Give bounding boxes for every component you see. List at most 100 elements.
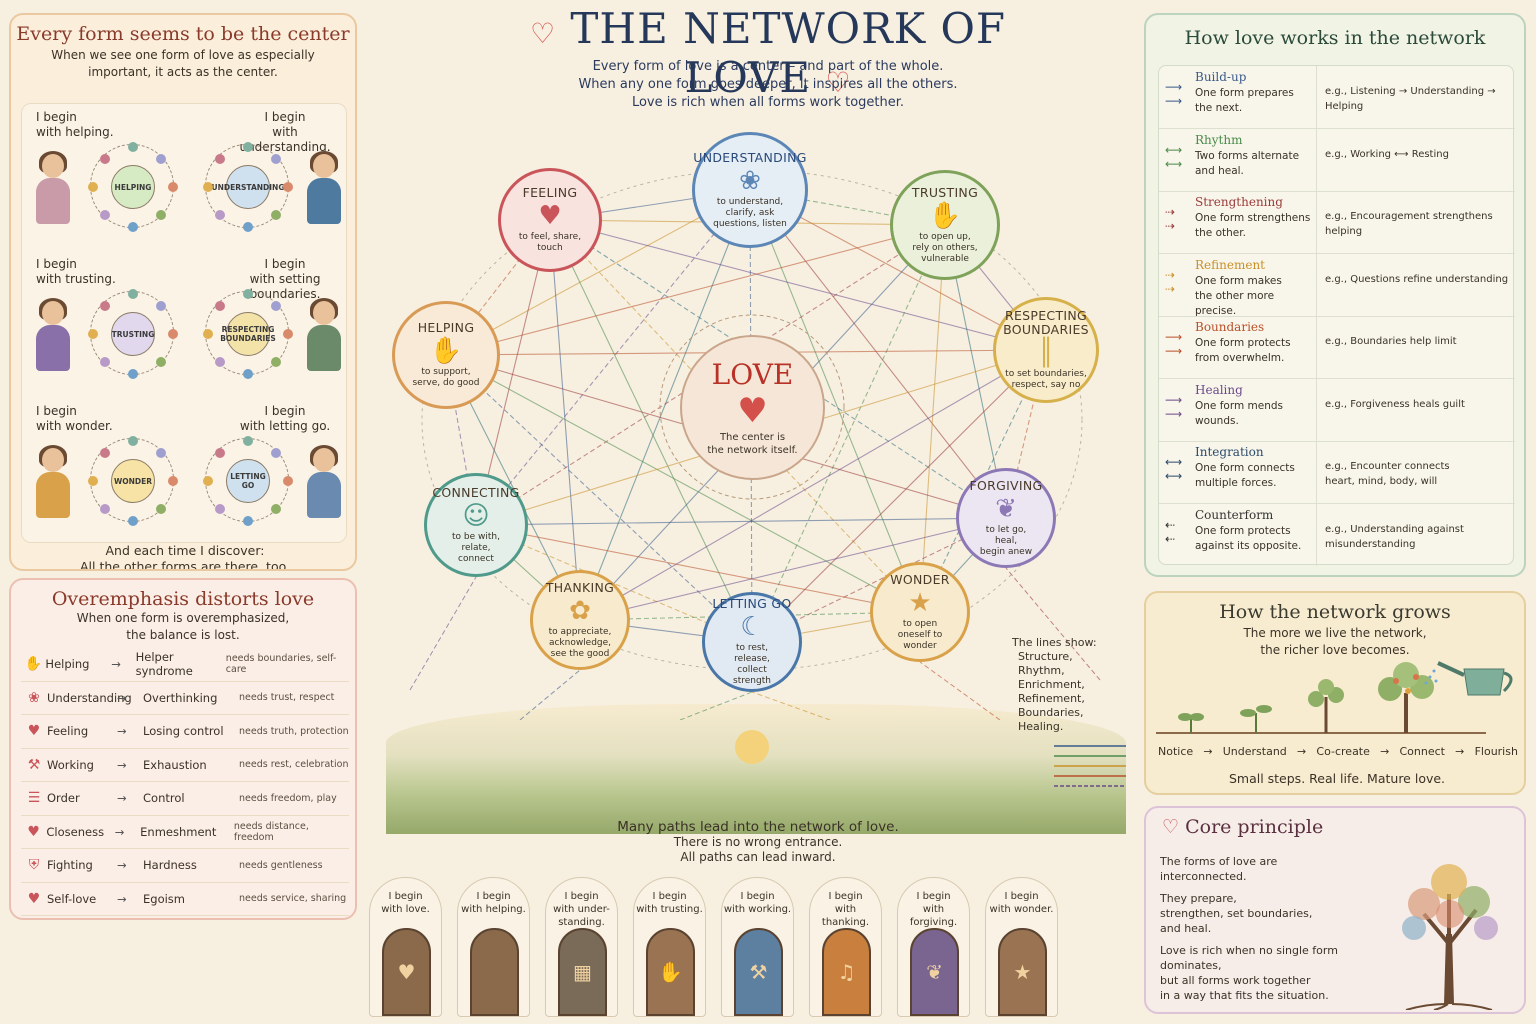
love-center-ring	[659, 314, 845, 500]
node-description: touch	[537, 243, 563, 253]
how-works-example-line: e.g., Encounter connects	[1325, 461, 1450, 472]
overemphasis-to: Egoism	[143, 891, 185, 906]
ring-satellite-dot	[203, 329, 213, 339]
cell-line-1: I begin	[36, 404, 77, 418]
overemphasis-to: Hardness	[143, 858, 197, 873]
network-connection-line	[579, 517, 1007, 621]
overemphasis-need: needs boundaries, self-care	[225, 653, 337, 676]
paths-text: Many paths lead into the network of love…	[600, 820, 916, 865]
network-connection-line	[445, 354, 921, 613]
ring-satellite-dot	[243, 142, 253, 152]
overemphasis-from: Understanding	[47, 690, 132, 705]
node-description: heal,	[994, 535, 1018, 546]
network-connection-line	[919, 224, 946, 613]
person-figure	[36, 445, 70, 518]
ring-satellite-dot	[99, 447, 110, 458]
ring-hub-label: HELPING	[111, 165, 155, 209]
lines-legend: The lines show: Structure, Rhythm, Enric…	[1012, 636, 1132, 804]
node-title: UNDERSTANDING	[693, 149, 807, 165]
node-description: to open	[902, 618, 938, 629]
sun-icon	[735, 730, 769, 764]
network-connection-line	[751, 349, 1047, 643]
arrow-right-icon: →	[117, 690, 127, 705]
door-line-1: I begin	[740, 891, 775, 902]
growth-step: Connect	[1399, 745, 1445, 758]
overemphasis-icon: ⚒	[27, 756, 41, 773]
network-node-feeling: FEELING♥to feel, share,touch	[498, 168, 602, 272]
how-works-example: e.g., Boundaries help limit	[1325, 334, 1515, 349]
intro-line-1: Every form of love is a center – and par…	[592, 59, 944, 74]
door-line-2: with love.	[381, 904, 430, 915]
node-description: serve, do good	[412, 378, 480, 388]
how-works-example-line: e.g., Boundaries help limit	[1325, 336, 1457, 347]
node-title: CONNECTING	[432, 484, 520, 500]
overemphasis-from: Order	[47, 791, 80, 806]
network-connection-line	[751, 224, 946, 643]
love-center-desc-1: The center is	[719, 432, 786, 443]
node-description: rely on others,	[912, 242, 978, 253]
path-entry-line	[409, 576, 477, 691]
ring-hub-label: WONDER	[111, 459, 155, 503]
trusting-icon: ✋	[928, 200, 962, 231]
ring-satellite-dot	[203, 476, 213, 486]
person-figure	[307, 151, 341, 224]
heart-icon: ♡	[1162, 816, 1180, 838]
arrow-right-icon: →	[117, 858, 127, 873]
love-center-title: LOVE	[711, 358, 794, 391]
how-works-example-line: e.g., Encouragement strengthens helping	[1325, 211, 1493, 237]
relation-arrows-icon: ⇢⇢	[1165, 267, 1176, 296]
network-connection-line	[445, 354, 753, 643]
core-p3-line: dominates,	[1160, 959, 1222, 972]
overemphasis-subtitle-1: When one form is overemphasized,	[76, 611, 290, 625]
network-connection-line	[445, 224, 946, 356]
ring-satellite-dot	[214, 153, 225, 164]
overemphasis-to: Exhaustion	[143, 757, 207, 772]
core-title-row: ♡ Core principle	[1146, 816, 1524, 838]
ring-satellite-dot	[271, 153, 282, 164]
door-line-1: I begin	[652, 891, 687, 902]
overemphasis-icon: ☰	[27, 790, 41, 807]
grows-subtitle-2: the richer love becomes.	[1260, 643, 1410, 657]
door-line-1: I begin	[916, 891, 951, 902]
door-line-1: I begin	[1004, 891, 1039, 902]
ring-satellite-dot	[271, 504, 282, 515]
ring-satellite-dot	[168, 476, 178, 486]
feeling-icon: ♥	[538, 201, 562, 231]
every-form-center-panel: Every form seems to be the center When w…	[9, 13, 357, 571]
overemphasis-from: Fighting	[47, 858, 93, 873]
ring-hub-label: TRUSTING	[111, 312, 155, 356]
lines-legend-item: Boundaries,	[1018, 706, 1084, 719]
core-title: Core principle	[1185, 816, 1324, 838]
node-description: see the good	[550, 648, 610, 659]
person-figure	[307, 298, 341, 371]
ring-satellite-dot	[271, 447, 282, 458]
network-node-understanding: UNDERSTANDING❀to understand,clarify, ask…	[692, 132, 808, 248]
ring-satellite-dot	[128, 222, 138, 232]
overemphasis-need: needs distance, freedom	[233, 820, 309, 843]
ring-satellite-dot	[214, 504, 225, 515]
overemphasis-need: needs trust, respect	[239, 692, 335, 704]
overemphasis-to: Overthinking	[143, 690, 218, 705]
ring-satellite-dot	[99, 300, 110, 311]
door-line-2: with thanking.	[821, 904, 870, 928]
door-icon: ♥	[382, 928, 431, 1016]
overemphasis-icon: ❀	[28, 689, 40, 706]
path-entry-line	[1005, 567, 1101, 681]
paths-title: Many paths lead into the network of love…	[617, 819, 899, 835]
door-line-3: standing.	[558, 917, 605, 928]
how-works-example-line: e.g., Forgiveness heals guilt	[1325, 398, 1465, 410]
